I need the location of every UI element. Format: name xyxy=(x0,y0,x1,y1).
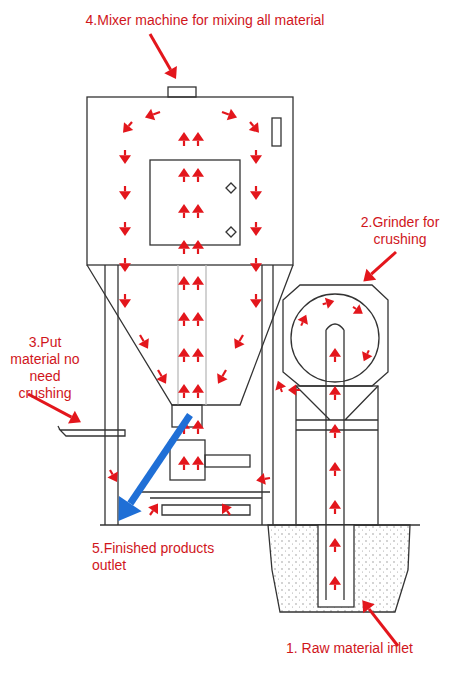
flow-arrow xyxy=(119,150,131,164)
outlet-arrow xyxy=(118,415,190,521)
flow-arrow xyxy=(329,462,341,476)
flow-arrow xyxy=(329,348,341,362)
flow-arrow xyxy=(178,240,190,254)
flow-arrow xyxy=(250,294,262,308)
inspection-door xyxy=(150,160,240,245)
feed-pit xyxy=(268,525,410,612)
rotation-arrow xyxy=(298,315,308,326)
flow-arrow xyxy=(249,122,259,133)
flow-arrow xyxy=(119,222,131,236)
flow-arrow xyxy=(329,576,341,590)
flow-arrow xyxy=(123,122,133,133)
flow-arrow xyxy=(178,276,190,290)
flow-arrow xyxy=(250,258,262,272)
callout-outlet: 5.Finished products outlet xyxy=(92,540,222,574)
screw-tube xyxy=(178,265,206,405)
flow-arrow xyxy=(222,504,232,515)
rotation-arrow xyxy=(323,298,335,309)
callout-arrow xyxy=(362,600,398,646)
flow-arrow xyxy=(192,420,204,434)
mixer-body xyxy=(87,97,293,265)
flow-arrow xyxy=(119,186,131,200)
flow-arrow xyxy=(178,456,190,470)
callout-inlet: 1. Raw material inlet xyxy=(286,640,452,657)
flow-arrow xyxy=(192,276,204,290)
flow-arrow xyxy=(119,294,131,308)
flow-arrow xyxy=(329,500,341,514)
flow-arrow xyxy=(178,168,190,182)
flow-arrow xyxy=(192,348,204,362)
flow-arrow xyxy=(192,312,204,326)
flow-arrow xyxy=(250,186,262,200)
flow-arrow xyxy=(192,168,204,182)
flow-arrow xyxy=(178,132,190,146)
flow-arrow xyxy=(329,424,341,438)
flow-arrow xyxy=(107,470,117,482)
grinder-rotor xyxy=(291,294,379,382)
flow-arrow xyxy=(192,240,204,254)
flow-arrow xyxy=(178,384,190,398)
flow-arrow xyxy=(148,504,158,515)
flow-arrow xyxy=(178,204,190,218)
door-hinge xyxy=(226,183,236,237)
flow-arrow xyxy=(217,370,227,384)
flow-arrow xyxy=(178,348,190,362)
motor-base xyxy=(140,492,270,515)
flow-arrow xyxy=(234,335,244,349)
rotation-arrow xyxy=(353,304,363,313)
callout-mixer: 4.Mixer machine for mixing all material xyxy=(40,12,370,29)
flow-arrow xyxy=(250,222,262,236)
lift-pipe xyxy=(326,324,344,600)
callout-grinder: 2.Grinder for crushing xyxy=(350,214,450,248)
grinder-housing xyxy=(283,285,388,386)
pit-hole xyxy=(318,525,354,607)
grinder-frame xyxy=(296,386,378,525)
flow-arrow xyxy=(119,258,131,272)
frame-braces xyxy=(296,386,378,430)
flow-arrow xyxy=(178,312,190,326)
feed-tray xyxy=(58,426,125,436)
flow-arrow xyxy=(329,386,341,400)
gear-box xyxy=(205,455,250,467)
flow-arrow xyxy=(288,384,300,395)
flow-arrow xyxy=(329,538,341,552)
flow-arrow xyxy=(192,204,204,218)
flow-arrow xyxy=(275,381,286,392)
mixer-legs xyxy=(105,265,273,525)
flow-arrow xyxy=(192,456,204,470)
callout-arrow xyxy=(150,34,177,79)
flow-arrow xyxy=(192,132,204,146)
bearing-housing xyxy=(170,440,205,480)
flow-arrow xyxy=(138,335,148,349)
flow-arrow xyxy=(145,109,160,120)
mixer-inlet-cap xyxy=(168,87,196,97)
level-window xyxy=(272,118,281,146)
callout-arrow xyxy=(363,252,396,281)
callout-feed: 3.Put material no need crushing xyxy=(4,334,86,402)
flow-arrow xyxy=(250,150,262,164)
rotation-arrow xyxy=(362,350,372,361)
flow-arrow xyxy=(256,473,270,485)
flow-arrow xyxy=(156,370,166,384)
flow-arrow xyxy=(222,109,237,120)
flow-arrow xyxy=(192,384,204,398)
